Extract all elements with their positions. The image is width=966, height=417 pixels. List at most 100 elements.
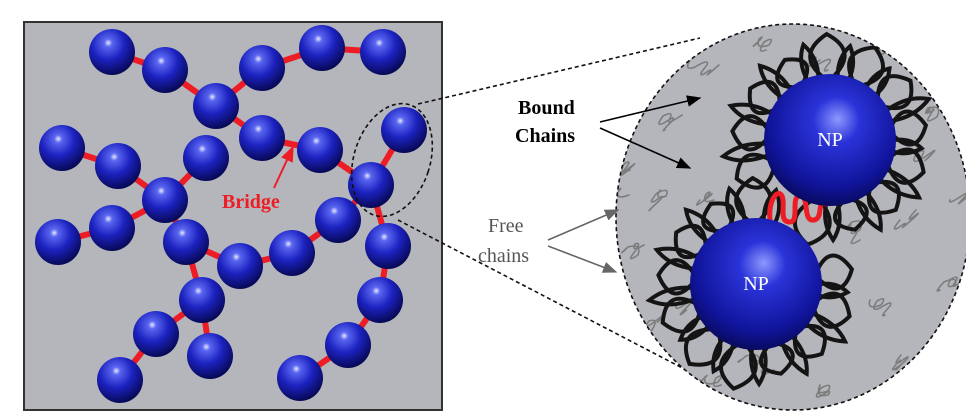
bound-chain <box>701 201 736 234</box>
bound-chains <box>645 31 933 391</box>
bound-chains-arrow-2 <box>599 127 692 169</box>
bound-chain <box>890 109 929 147</box>
bound-chain <box>808 31 847 79</box>
bound-chain <box>645 285 696 307</box>
nanoparticle <box>381 107 427 153</box>
bound-chain <box>875 74 914 111</box>
free-chain <box>658 112 683 132</box>
bound-chain <box>673 223 708 260</box>
nanoparticle <box>315 197 361 243</box>
free-chain <box>815 384 831 398</box>
free-chain <box>648 189 668 212</box>
bound-chain <box>683 327 723 367</box>
bridge-arrow <box>273 145 294 189</box>
bound-chain <box>780 334 809 377</box>
bound-chain <box>757 63 793 100</box>
bound-chain <box>835 42 856 81</box>
nanoparticle <box>365 223 411 269</box>
free-chain <box>752 36 773 52</box>
nanoparticle <box>163 219 209 265</box>
bound-chain <box>747 79 782 116</box>
nanoparticle <box>297 127 343 173</box>
nanoparticle <box>39 125 85 171</box>
nanoparticle <box>89 29 135 75</box>
free-chain <box>868 297 892 317</box>
bound-chain <box>683 207 719 244</box>
bound-chain <box>823 201 842 244</box>
bound-chain <box>812 291 852 329</box>
bound-chain <box>656 258 695 296</box>
selection-ellipse <box>350 102 434 218</box>
free-chain <box>616 187 630 206</box>
nanoparticle <box>277 355 323 401</box>
nanoparticle-network <box>35 25 427 403</box>
zoom-line-bottom <box>397 219 741 399</box>
nanoparticle <box>217 243 263 289</box>
free-chain <box>686 59 720 76</box>
nanoparticle-top <box>764 74 896 206</box>
bound-chain <box>884 96 933 123</box>
nanoparticle <box>142 47 188 93</box>
nanoparticle <box>269 230 315 276</box>
bound-chains-arrow-1 <box>599 95 702 123</box>
np-label-bottom: NP <box>743 273 769 295</box>
nanoparticle <box>357 277 403 323</box>
free-chain <box>893 209 919 230</box>
free-chain <box>621 242 645 260</box>
free-chain <box>891 354 909 371</box>
free-chain <box>846 220 863 245</box>
bound-chain <box>886 147 926 185</box>
free-chain <box>948 192 966 211</box>
bound-chain <box>653 246 700 271</box>
free-chains-label-line1: Free <box>488 215 524 237</box>
nanoparticle <box>142 177 188 223</box>
bound-chain <box>878 167 923 200</box>
bound-chain <box>854 190 883 233</box>
free-chains-label-line2: chains <box>478 245 529 267</box>
nanoparticle <box>97 357 143 403</box>
bridging-chain <box>767 191 829 225</box>
bound-chain <box>758 341 795 376</box>
bound-chain <box>718 343 758 391</box>
bridge-label: Bridge <box>222 191 280 213</box>
nanoparticle <box>89 205 135 251</box>
nanoparticle <box>325 322 371 368</box>
nanoparticle <box>360 29 406 75</box>
free-chain <box>628 69 652 92</box>
bound-chains-label-line2: Chains <box>515 125 575 147</box>
bound-chain <box>864 65 892 97</box>
bound-chain <box>734 152 776 190</box>
nanoparticle <box>348 162 394 208</box>
nanoparticle <box>187 333 233 379</box>
zoom-line-top <box>417 37 701 105</box>
bound-chain <box>725 185 747 227</box>
bound-chain <box>816 253 855 291</box>
bound-chains-label-line1: Bound <box>518 97 575 119</box>
nanoparticle <box>239 45 285 91</box>
bound-chain <box>847 45 885 88</box>
nanoparticle <box>133 311 179 357</box>
nanoparticle-bottom <box>690 218 822 350</box>
bound-chain <box>711 336 736 375</box>
bound-chain <box>804 311 849 344</box>
bound-chain <box>891 137 925 156</box>
bound-chain <box>792 323 827 359</box>
free-chain <box>675 299 692 316</box>
nanoparticle <box>179 277 225 323</box>
bound-chain <box>677 315 711 342</box>
bound-chain <box>730 114 769 152</box>
free-chain <box>924 106 940 122</box>
nanoparticle <box>239 115 285 161</box>
bound-chain <box>866 179 901 215</box>
bound-chain <box>727 102 774 127</box>
free-chain <box>936 276 965 292</box>
np-label-top: NP <box>817 129 843 151</box>
bound-chain <box>832 197 869 232</box>
bound-chain <box>799 41 821 83</box>
bound-chain <box>719 141 770 163</box>
nanoparticle <box>299 25 345 71</box>
nanoparticle <box>35 219 81 265</box>
free-chains-arrow-1 <box>547 209 620 241</box>
